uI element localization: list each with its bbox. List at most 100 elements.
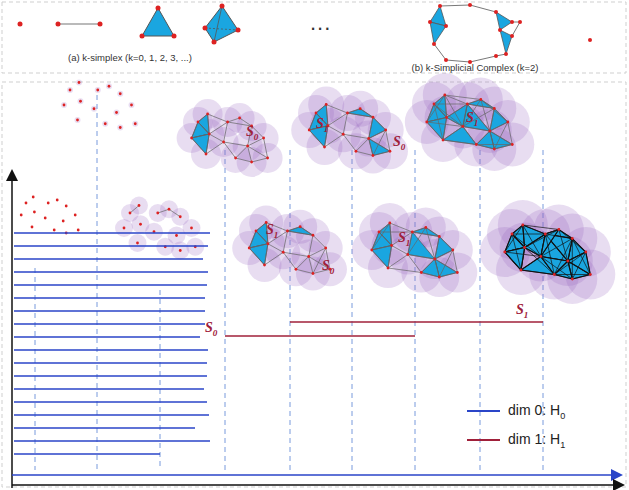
vertex — [466, 103, 469, 106]
vertex — [584, 251, 587, 254]
vertex — [493, 148, 496, 151]
triangle — [372, 246, 392, 269]
feature-label: S0 — [322, 258, 334, 276]
feature-label: S0 — [246, 124, 258, 142]
edge — [494, 145, 512, 150]
complex-frame — [480, 200, 616, 304]
vertex — [179, 215, 182, 218]
edge — [421, 259, 435, 273]
vertex — [205, 153, 208, 156]
edge — [283, 252, 309, 256]
vertex — [456, 271, 459, 274]
vertex — [32, 196, 35, 199]
ball — [75, 117, 81, 123]
vertex — [539, 255, 542, 258]
triangle — [443, 127, 476, 145]
edge — [198, 122, 209, 134]
vertex — [206, 113, 209, 116]
vertex — [226, 121, 229, 124]
edge — [572, 252, 586, 279]
edge — [481, 100, 490, 132]
vertex — [406, 253, 409, 256]
vertex — [74, 214, 77, 217]
vertex — [123, 227, 126, 230]
vertex — [20, 214, 23, 217]
edge — [360, 109, 373, 118]
ball — [129, 102, 135, 108]
simplex-icons — [18, 4, 241, 45]
x-axis — [12, 484, 622, 486]
filtration-guides — [35, 95, 543, 470]
ball — [145, 223, 163, 241]
vertex — [493, 107, 496, 110]
edge — [192, 134, 210, 138]
edge — [373, 151, 390, 155]
vertex — [523, 246, 526, 249]
ball — [106, 83, 112, 89]
h1-bar — [225, 335, 415, 336]
edge — [545, 234, 554, 275]
edge — [287, 227, 300, 231]
edge — [408, 255, 422, 273]
edge — [545, 234, 568, 261]
edge — [586, 252, 591, 275]
edge — [373, 130, 386, 156]
vertex — [282, 251, 285, 254]
vertex — [370, 249, 373, 252]
complex-frame — [405, 73, 535, 171]
edge — [283, 231, 287, 252]
ball — [114, 110, 120, 116]
edge — [369, 139, 373, 156]
complex-frame — [352, 203, 478, 297]
edge — [439, 273, 457, 278]
edge — [525, 230, 559, 248]
edge — [568, 261, 591, 275]
edge — [572, 239, 586, 253]
edge — [209, 122, 227, 134]
vertex — [438, 235, 441, 238]
edge — [249, 231, 256, 248]
triangle — [249, 244, 268, 265]
vertex — [263, 264, 266, 267]
edge — [443, 127, 463, 141]
vertex — [286, 230, 289, 233]
vertex — [372, 154, 375, 157]
vertex — [315, 112, 318, 115]
edge — [356, 139, 369, 152]
vertex — [388, 222, 391, 225]
vertex — [479, 98, 482, 101]
edge — [326, 105, 347, 114]
vertex — [222, 141, 225, 144]
vertex — [156, 212, 159, 215]
edge — [328, 126, 343, 135]
vertex — [295, 268, 298, 271]
vertex — [53, 229, 56, 232]
edge — [313, 235, 326, 248]
edge — [300, 227, 313, 236]
edge — [316, 105, 326, 114]
ball — [401, 253, 441, 293]
ball — [117, 91, 123, 97]
ball — [129, 234, 147, 252]
ball — [186, 238, 204, 256]
edge — [208, 114, 210, 134]
edge — [192, 122, 198, 138]
vertex — [134, 122, 137, 125]
filtration-frames — [20, 73, 616, 304]
feature-label: S1 — [466, 110, 478, 128]
edge — [434, 95, 445, 104]
vertex — [44, 217, 47, 220]
feature-label: S1 — [516, 302, 528, 320]
edge — [372, 246, 392, 251]
vertex — [461, 125, 464, 128]
h0-bar — [14, 245, 208, 246]
vertex — [387, 267, 390, 270]
edge — [476, 144, 512, 145]
complex-frame — [232, 206, 347, 291]
edge — [508, 122, 513, 145]
ball — [279, 252, 313, 286]
vertex — [25, 202, 28, 205]
edge — [541, 257, 573, 280]
edge — [347, 113, 373, 117]
edge — [236, 158, 252, 162]
